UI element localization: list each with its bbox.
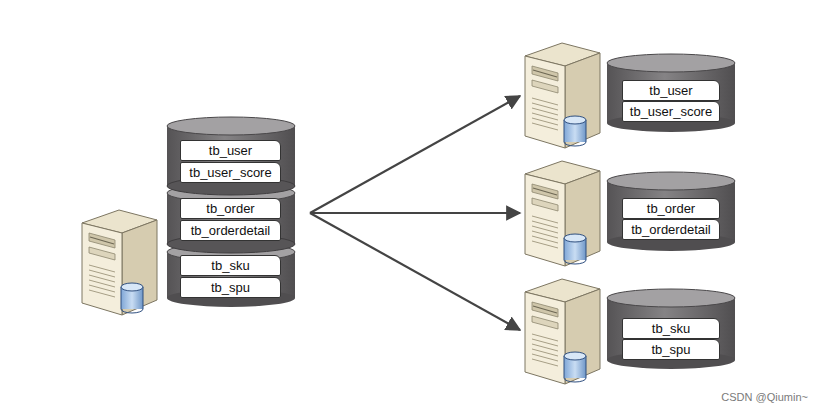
table-box: tb_orderdetail xyxy=(180,220,281,241)
table-name: tb_orderdetail xyxy=(191,223,271,238)
table-box: tb_user xyxy=(622,80,720,101)
database-cylinder xyxy=(607,54,735,132)
table-box: tb_sku xyxy=(180,255,281,276)
table-name: tb_order xyxy=(206,201,254,216)
table-name: tb_user xyxy=(649,83,692,98)
table-box: tb_orderdetail xyxy=(622,219,720,240)
table-box: tb_user xyxy=(180,140,281,161)
table-box: tb_order xyxy=(622,198,720,219)
database-cylinder xyxy=(607,172,735,251)
database-cylinder xyxy=(607,289,735,369)
table-box: tb_user_score xyxy=(180,162,281,183)
table-name: tb_orderdetail xyxy=(631,222,711,237)
table-name: tb_order xyxy=(647,201,695,216)
table-name: tb_user xyxy=(209,143,252,158)
watermark: CSDN @Qiumin~ xyxy=(721,391,808,403)
table-name: tb_user_score xyxy=(189,165,271,180)
table-box: tb_spu xyxy=(622,339,720,360)
table-box: tb_spu xyxy=(180,277,281,298)
table-box: tb_sku xyxy=(622,318,720,339)
table-name: tb_sku xyxy=(211,258,249,273)
split-arrows xyxy=(310,96,520,330)
table-box: tb_user_score xyxy=(622,101,720,122)
table-name: tb_spu xyxy=(211,280,250,295)
table-box: tb_order xyxy=(180,198,281,219)
target-databases xyxy=(607,54,735,369)
source-database-stack xyxy=(167,117,295,307)
table-name: tb_spu xyxy=(651,342,690,357)
database-segment xyxy=(167,117,295,195)
table-name: tb_user_score xyxy=(630,104,712,119)
source-server xyxy=(82,210,157,315)
target-servers xyxy=(525,43,600,384)
table-name: tb_sku xyxy=(652,321,690,336)
